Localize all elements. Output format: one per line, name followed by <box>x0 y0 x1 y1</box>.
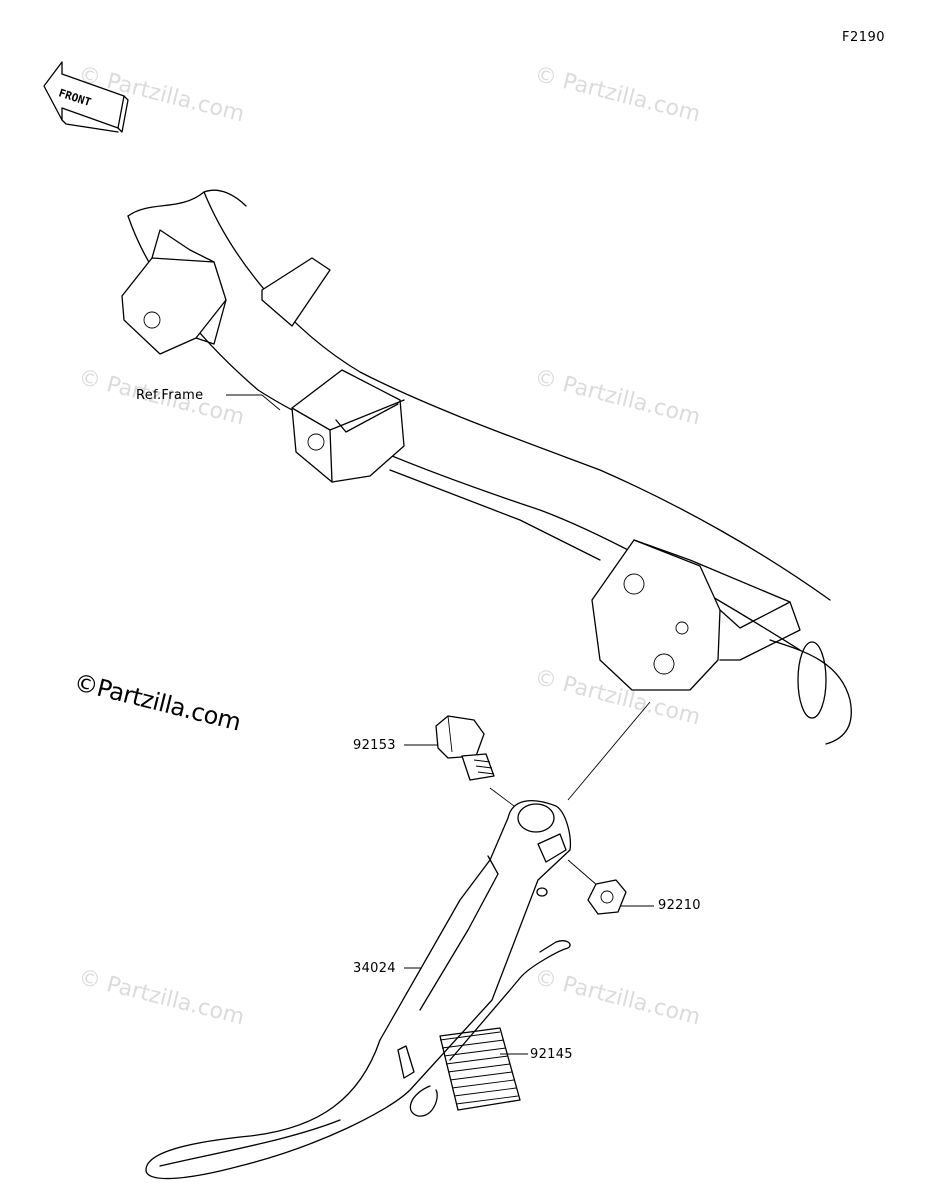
side-stand <box>145 800 572 1180</box>
callout-ref-frame: Ref.Frame <box>136 388 204 403</box>
frame <box>121 189 852 745</box>
callout-spring: 92145 <box>530 1047 573 1062</box>
spring-icon <box>409 940 571 1117</box>
front-arrow-icon: FRONT <box>43 61 129 133</box>
figure-code: F2190 <box>842 30 886 45</box>
nut-icon <box>587 879 627 915</box>
callout-stand: 34024 <box>353 961 396 976</box>
callout-nut: 92210 <box>658 898 701 913</box>
bolt-icon <box>435 715 495 781</box>
callout-bolt: 92153 <box>353 738 396 753</box>
